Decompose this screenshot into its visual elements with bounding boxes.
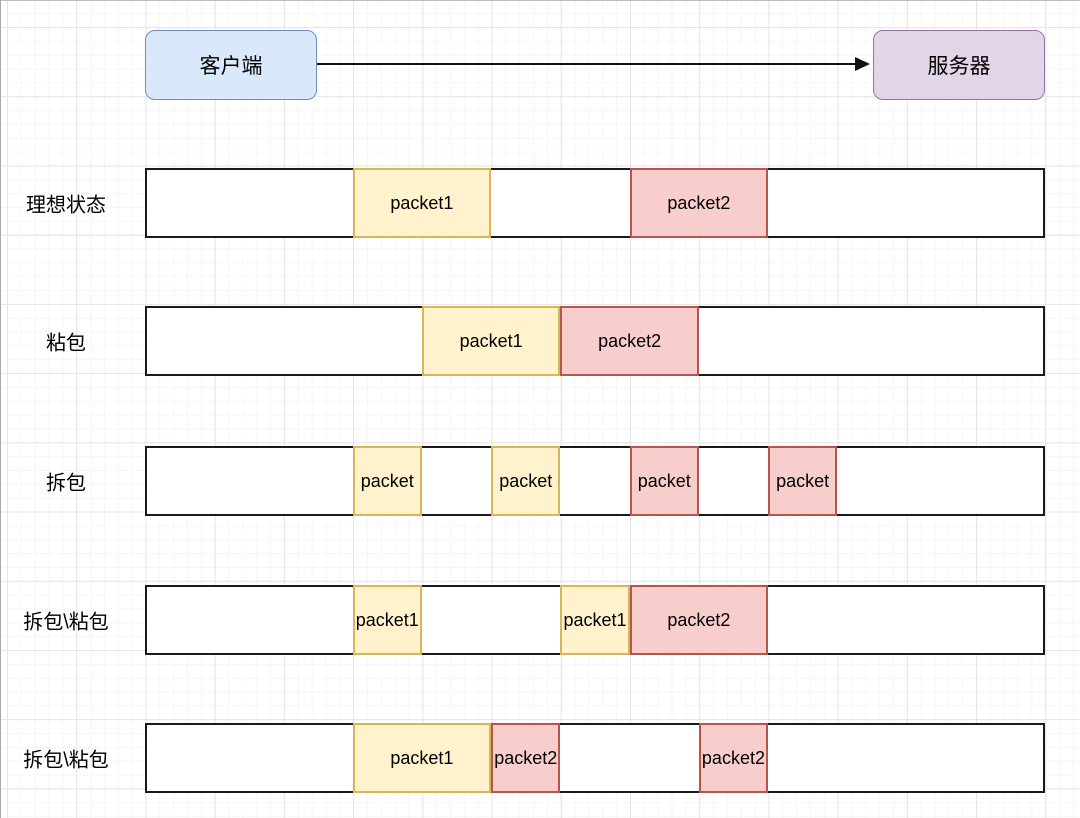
packet1-segment: packet1 bbox=[352, 585, 422, 655]
row-label: 拆包\粘包 bbox=[23, 749, 109, 772]
packet2-segment: packet2 bbox=[560, 306, 699, 376]
stream-bar bbox=[145, 446, 1045, 516]
client-label: 客户端 bbox=[199, 55, 263, 78]
packet2-segment: packet bbox=[629, 446, 699, 516]
canvas-top-edge bbox=[0, 0, 1080, 1]
client-node: 客户端 bbox=[145, 30, 317, 100]
packet2-segment: packet2 bbox=[629, 585, 769, 655]
packet1-segment: packet1 bbox=[560, 585, 630, 655]
client-to-server-arrow-line bbox=[317, 63, 857, 65]
packet1-segment: packet bbox=[491, 446, 561, 516]
server-node: 服务器 bbox=[873, 30, 1045, 100]
packet1-segment: packet1 bbox=[352, 168, 492, 238]
packet2-segment: packet2 bbox=[629, 168, 769, 238]
packet2-segment: packet2 bbox=[698, 723, 769, 793]
row-label: 理想状态 bbox=[26, 194, 106, 217]
row-label: 拆包 bbox=[46, 472, 86, 495]
row-label: 拆包\粘包 bbox=[23, 611, 109, 634]
packet2-segment: packet bbox=[768, 446, 838, 516]
packet1-segment: packet bbox=[352, 446, 422, 516]
row-label: 粘包 bbox=[46, 332, 86, 355]
stream-bar bbox=[145, 168, 1045, 238]
server-label: 服务器 bbox=[927, 55, 991, 78]
stream-bar bbox=[145, 723, 1045, 793]
arrowhead-icon bbox=[855, 57, 870, 71]
packet1-segment: packet1 bbox=[352, 723, 492, 793]
packet2-segment: packet2 bbox=[491, 723, 561, 793]
packet1-segment: packet1 bbox=[421, 306, 561, 376]
canvas-left-edge bbox=[0, 0, 1, 818]
